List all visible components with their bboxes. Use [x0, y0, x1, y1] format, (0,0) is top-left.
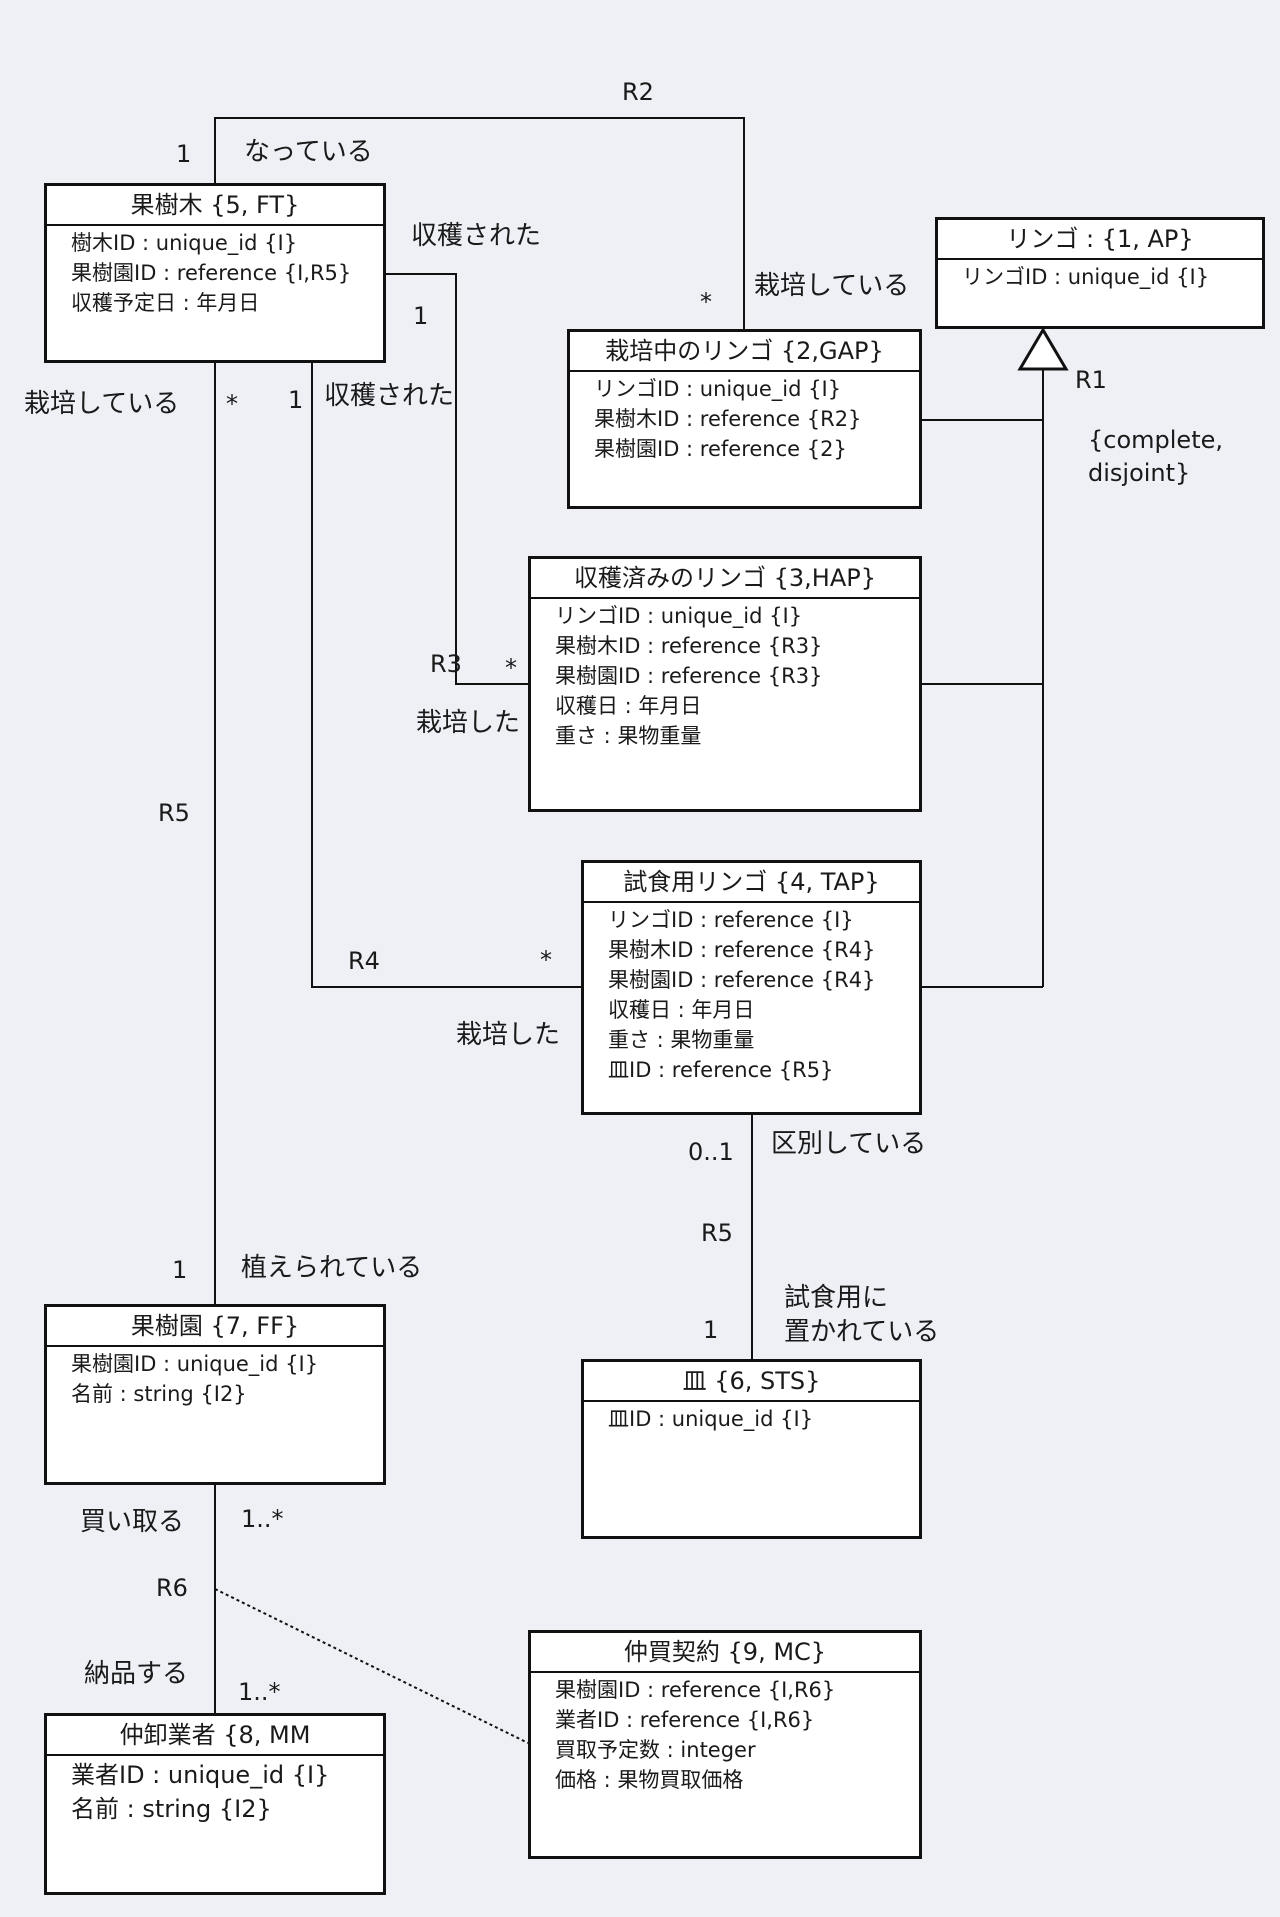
r5-multiplicity-orchard: 1: [172, 1256, 188, 1284]
class-attribute: リンゴID : reference {I}: [608, 908, 854, 932]
class-attribute: 皿ID : reference {R5}: [608, 1058, 834, 1082]
r5-role-plate-line1: 試食用に: [784, 1283, 889, 1313]
class-title: 果樹園 {7, FF}: [47, 1307, 383, 1347]
class-attribute: リンゴID : unique_id {I}: [962, 265, 1210, 289]
class-tasting-apple[interactable]: 試食用リンゴ {4, TAP} リンゴID : reference {I} 果樹…: [581, 860, 922, 1115]
class-attribute: 名前 : string {I2}: [71, 1795, 272, 1823]
r3-label: R3: [430, 650, 462, 678]
r5-label-right: R5: [701, 1219, 733, 1247]
class-plate[interactable]: 皿 {6, STS} 皿ID : unique_id {I}: [581, 1359, 922, 1539]
class-attribute: 重さ : 果物重量: [555, 724, 702, 748]
r3-role-harvested: 栽培した: [416, 708, 521, 738]
r2-multiplicity-tree: 1: [176, 140, 192, 168]
r3-multiplicity-tree: 1: [413, 302, 429, 330]
class-fruit-tree[interactable]: 果樹木 {5, FT} 樹木ID : unique_id {I} 果樹園ID :…: [44, 183, 386, 363]
class-attribute: 業者ID : unique_id {I}: [71, 1761, 330, 1789]
class-title: 収穫済みのリンゴ {3,HAP}: [531, 559, 919, 599]
class-title: 皿 {6, STS}: [584, 1362, 919, 1402]
r6-multiplicity-orchard: 1..*: [241, 1505, 284, 1533]
r4-role-tasting: 栽培した: [456, 1020, 561, 1050]
class-attribute: 果樹園ID : reference {R3}: [555, 664, 823, 688]
class-wholesaler[interactable]: 仲卸業者 {8, MM 業者ID : unique_id {I} 名前 : st…: [44, 1713, 386, 1895]
class-attribute: 果樹園ID : reference {2}: [594, 437, 847, 461]
r3-multiplicity-harvested: *: [505, 654, 517, 682]
class-attribute: 重さ : 果物重量: [608, 1028, 755, 1052]
class-attribute: 果樹木ID : reference {R2}: [594, 407, 862, 431]
r2-role-tree: なっている: [244, 137, 373, 167]
class-attribute: 果樹園ID : reference {R4}: [608, 968, 876, 992]
class-title: 仲買契約 {9, MC}: [531, 1633, 919, 1673]
class-attribute: 果樹園ID : reference {I,R6}: [555, 1678, 836, 1702]
class-attribute: 買取予定数 : integer: [555, 1738, 756, 1762]
class-attribute: 収穫予定日 : 年月日: [71, 291, 260, 315]
class-title: 栽培中のリンゴ {2,GAP}: [570, 332, 919, 372]
class-brokerage-contract[interactable]: 仲買契約 {9, MC} 果樹園ID : reference {I,R6} 業者…: [528, 1630, 922, 1859]
class-harvested-apple[interactable]: 収穫済みのリンゴ {3,HAP} リンゴID : unique_id {I} 果…: [528, 556, 922, 812]
class-apple[interactable]: リンゴ : {1, AP} リンゴID : unique_id {I}: [935, 217, 1265, 329]
r6-role-orchard: 買い取る: [80, 1507, 185, 1537]
r5-role-tree: 栽培している: [24, 389, 180, 419]
class-growing-apple[interactable]: 栽培中のリンゴ {2,GAP} リンゴID : unique_id {I} 果樹…: [567, 329, 922, 509]
r6-multiplicity-wholesaler: 1..*: [238, 1678, 281, 1706]
r5-role-orchard: 植えられている: [241, 1253, 423, 1283]
r6-association-class-line: [214, 1588, 529, 1744]
class-title: リンゴ : {1, AP}: [938, 220, 1262, 260]
r3-line: [386, 273, 528, 685]
r4-multiplicity-tree: 1: [288, 386, 304, 414]
class-attribute: 価格 : 果物買取価格: [555, 1768, 744, 1792]
class-title: 果樹木 {5, FT}: [47, 186, 383, 226]
class-attribute: 果樹木ID : reference {R3}: [555, 634, 823, 658]
r1-constraint-line1: {complete,: [1088, 426, 1223, 454]
r4-role-tree: 収穫された: [324, 381, 455, 411]
class-title: 試食用リンゴ {4, TAP}: [584, 863, 919, 903]
r5-role-tasting: 区別している: [771, 1129, 927, 1159]
r2-line: [214, 117, 745, 329]
r2-role-growing: 栽培している: [754, 271, 910, 301]
r1-constraint-line2: disjoint}: [1088, 459, 1191, 487]
r4-label: R4: [348, 947, 380, 975]
r1-label: R1: [1075, 366, 1107, 394]
r5-role-plate-line2: 置かれている: [784, 1317, 940, 1347]
r5-multiplicity-tree: *: [226, 390, 238, 418]
class-attribute: 果樹園ID : reference {I,R5}: [71, 261, 352, 285]
r2-multiplicity-growing: *: [700, 288, 712, 316]
class-attribute: 樹木ID : unique_id {I}: [71, 231, 298, 255]
r6-label: R6: [156, 1574, 188, 1602]
class-attribute: リンゴID : unique_id {I}: [594, 377, 842, 401]
r6-role-wholesaler: 納品する: [84, 1659, 189, 1689]
class-attribute: 果樹園ID : unique_id {I}: [71, 1352, 319, 1376]
class-attribute: 業者ID : reference {I,R6}: [555, 1708, 815, 1732]
r4-line: [311, 363, 581, 988]
class-title: 仲卸業者 {8, MM: [47, 1716, 383, 1756]
class-attribute: 皿ID : unique_id {I}: [608, 1407, 814, 1431]
class-attribute: リンゴID : unique_id {I}: [555, 604, 803, 628]
generalization-triangle: [1017, 327, 1069, 371]
r5-multiplicity-tasting: 0..1: [688, 1138, 734, 1166]
r5-label-left: R5: [158, 799, 190, 827]
class-attribute: 果樹木ID : reference {R4}: [608, 938, 876, 962]
r2-label: R2: [622, 78, 654, 106]
class-attribute: 収穫日 : 年月日: [555, 694, 702, 718]
r5-multiplicity-plate: 1: [703, 1316, 719, 1344]
class-attribute: 名前 : string {I2}: [71, 1382, 247, 1406]
class-attribute: 収穫日 : 年月日: [608, 998, 755, 1022]
class-orchard[interactable]: 果樹園 {7, FF} 果樹園ID : unique_id {I} 名前 : s…: [44, 1304, 386, 1485]
r3-role-tree: 収穫された: [411, 221, 542, 251]
r4-multiplicity-tasting: *: [540, 946, 552, 974]
